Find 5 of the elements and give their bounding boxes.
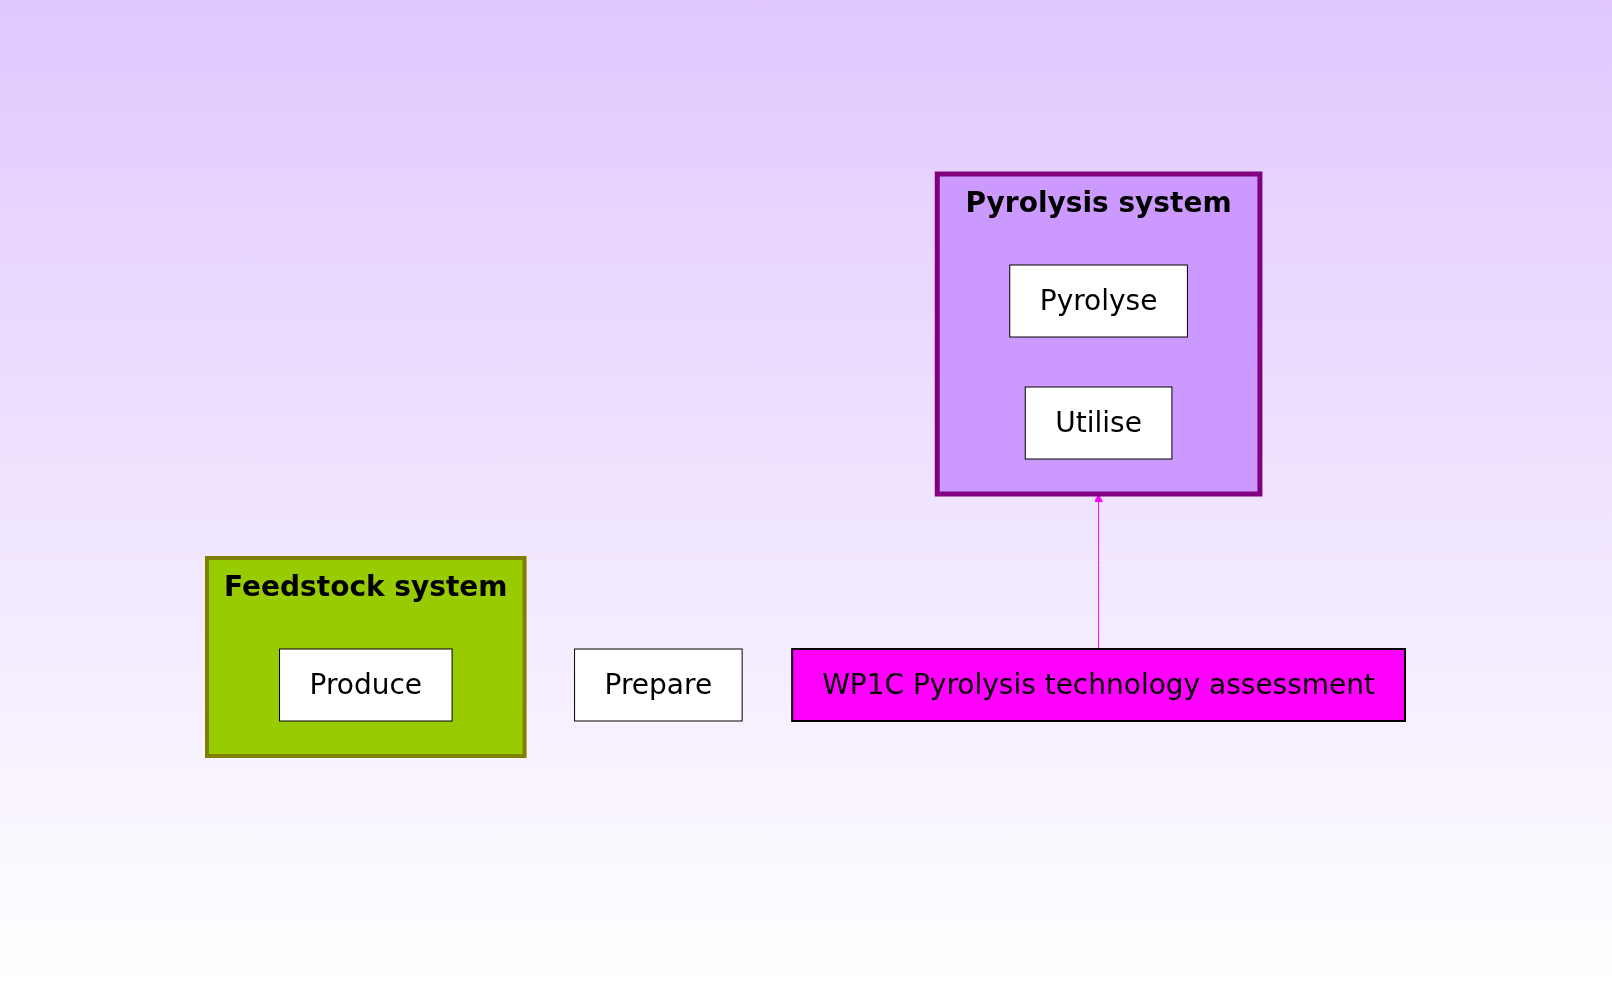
node-box: Prepare xyxy=(574,648,743,721)
node-box: WP1C Pyrolysis technology assessment xyxy=(791,647,1406,722)
node-box: Produce xyxy=(279,648,453,721)
node-box: Utilise xyxy=(1024,386,1173,459)
node-box: Pyrolyse xyxy=(1009,264,1188,337)
